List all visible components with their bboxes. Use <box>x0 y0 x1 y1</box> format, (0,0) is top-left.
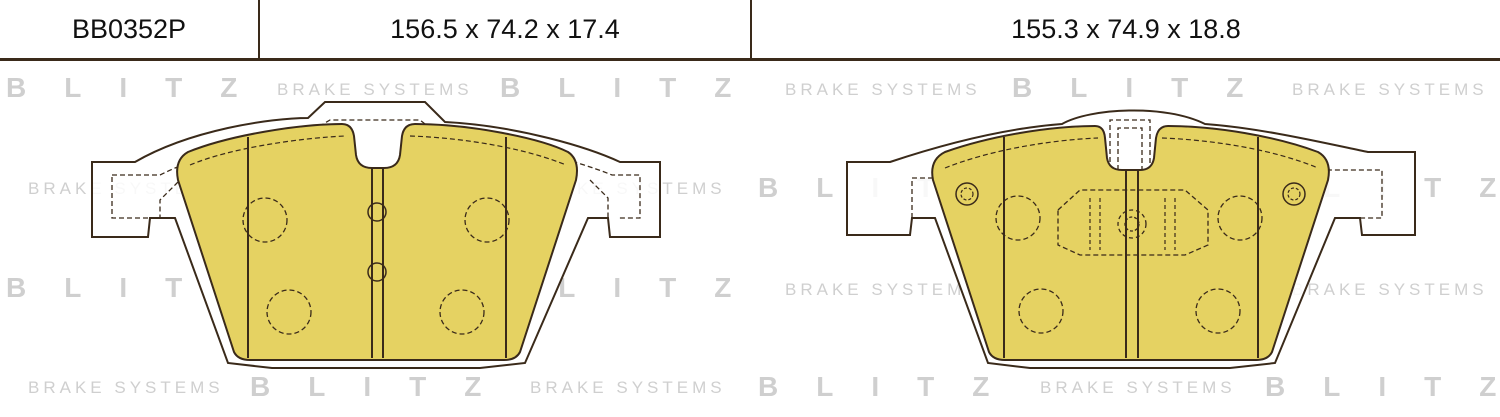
watermark-tagline: BRAKE SYSTEMS <box>1292 280 1488 299</box>
left-brake-pad <box>91 101 661 369</box>
header-divider <box>750 0 752 60</box>
watermark-logo: BLITZ <box>500 72 770 103</box>
watermark-logo: BLITZ <box>758 371 1028 402</box>
right-ear-hole <box>1282 182 1306 206</box>
right-ear-hole <box>1287 187 1301 201</box>
watermark-tagline: BRAKE SYSTEMS <box>277 80 473 99</box>
dimensions-left: 156.5 x 74.2 x 17.4 <box>390 13 620 44</box>
left-piston-mark <box>464 197 510 243</box>
header-divider <box>258 0 260 60</box>
header-rule <box>0 58 1500 61</box>
right-piston-mark <box>1217 195 1263 241</box>
left-friction-material <box>176 122 578 361</box>
watermark-tagline: BRAKE SYSTEMS <box>1292 80 1488 99</box>
watermark-tagline: BRAKE SYSTEMS <box>785 80 981 99</box>
header-bar: BB0352P 156.5 x 74.2 x 17.4 155.3 x 74.9… <box>0 0 1500 61</box>
right-piston-mark <box>1195 288 1241 334</box>
right-piston-mark <box>995 195 1041 241</box>
left-wear-line <box>189 135 567 166</box>
right-ear-hole <box>960 187 974 201</box>
watermark-logo: BLITZ <box>250 371 520 402</box>
watermark-logo: BLITZ <box>6 72 276 103</box>
left-piston-mark <box>439 289 485 335</box>
left-piston-mark <box>242 197 288 243</box>
right-center-bump-dashed <box>1109 119 1151 170</box>
watermark-tagline: BRAKE SYSTEMS <box>1040 378 1236 397</box>
left-pin-hole <box>367 262 387 282</box>
right-friction-material <box>931 124 1330 361</box>
watermark-logo: BLITZ <box>1265 371 1496 402</box>
dimensions-right: 155.3 x 74.9 x 18.8 <box>1011 13 1241 44</box>
right-piston-mark <box>1018 288 1064 334</box>
right-wear-line <box>944 137 1319 169</box>
right-center-pin <box>1117 209 1147 239</box>
watermark-tagline: BRAKE SYSTEMS <box>785 280 981 299</box>
left-piston-mark <box>266 289 312 335</box>
part-number: BB0352P <box>71 13 187 44</box>
left-pin-hole <box>367 202 387 222</box>
watermark-tagline: BRAKE SYSTEMS <box>28 378 224 397</box>
right-ear-hole <box>955 182 979 206</box>
left-backing-dashed <box>112 119 641 219</box>
watermark-tagline: BRAKE SYSTEMS <box>530 378 726 397</box>
left-tab-dashed <box>111 175 148 219</box>
right-brake-pad <box>846 109 1416 369</box>
left-ear-dashed <box>159 179 609 218</box>
watermark-logo: BLITZ <box>1012 72 1282 103</box>
right-clip-outline <box>1057 189 1209 256</box>
right-center-pin <box>1124 216 1140 232</box>
